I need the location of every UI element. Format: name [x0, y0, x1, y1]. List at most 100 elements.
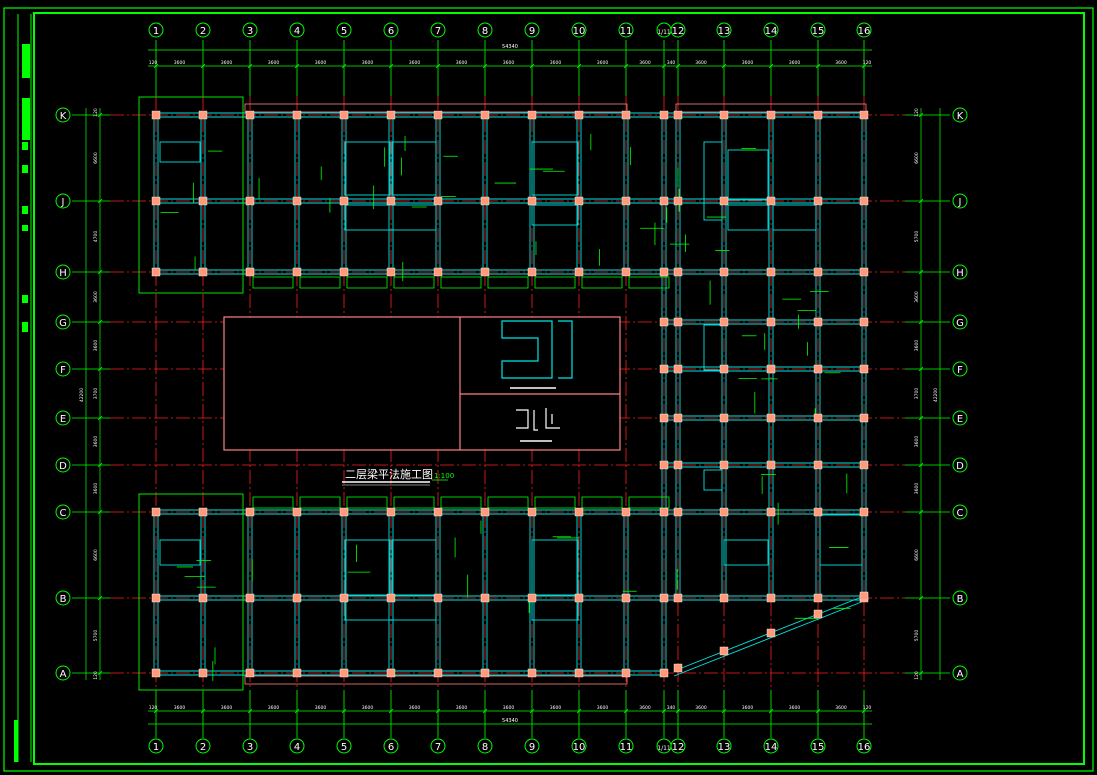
- column: [245, 507, 255, 517]
- column: [339, 110, 349, 120]
- column: [813, 413, 823, 423]
- axis-bubble-top-circle: [716, 22, 732, 38]
- dim-bottom-tick: [482, 708, 488, 714]
- axis-bubble-right: D: [956, 461, 964, 472]
- axis-bubble-right-circle: [952, 457, 968, 473]
- axis-bubble-bottom: 11: [620, 742, 633, 753]
- sub-beam: [391, 539, 437, 596]
- dim-top-value: 3600: [503, 60, 515, 66]
- dim-left-value: 6600: [93, 152, 99, 164]
- dim-left-value: 3600: [93, 483, 99, 495]
- column: [766, 460, 776, 470]
- axis-bubble-bottom-circle: [670, 738, 686, 754]
- dim-top-tick: [294, 63, 300, 69]
- dim-left-tick: [97, 269, 103, 275]
- column: [339, 196, 349, 206]
- dim-top-tick: [482, 63, 488, 69]
- dim-right-value: 5700: [914, 630, 920, 642]
- axis-bubble-left-circle: [55, 361, 71, 377]
- column: [433, 593, 443, 603]
- beam-label-box: [393, 496, 435, 509]
- column: [813, 267, 823, 277]
- column: [245, 668, 255, 678]
- dim-right-value: 120: [914, 671, 920, 680]
- axis-bubble-left-circle: [55, 107, 71, 123]
- column: [766, 196, 776, 206]
- axis-bubble-bottom: 7: [435, 742, 441, 753]
- column: [766, 628, 776, 638]
- dim-right-tick: [918, 269, 924, 275]
- column: [339, 267, 349, 277]
- dim-top-tick: [153, 63, 159, 69]
- axis-bubble-top: 1: [153, 26, 159, 37]
- column: [621, 593, 631, 603]
- dim-right-total-value: 42200: [933, 388, 939, 402]
- column: [245, 110, 255, 120]
- beam-label-box: [581, 496, 623, 509]
- column: [673, 364, 683, 374]
- dim-left-total-value: 42200: [79, 388, 85, 402]
- column: [659, 196, 669, 206]
- axis-bubble-bottom-circle: [571, 738, 587, 754]
- column: [766, 507, 776, 517]
- column: [386, 110, 396, 120]
- column: [621, 110, 631, 120]
- column: [659, 110, 669, 120]
- column: [527, 668, 537, 678]
- axis-bubble-right: H: [956, 268, 964, 279]
- axis-bubble-top: 8: [482, 26, 488, 37]
- column: [813, 364, 823, 374]
- column: [719, 364, 729, 374]
- dim-right-value: 6600: [914, 549, 920, 561]
- dim-right-value: 5700: [914, 231, 920, 243]
- dim-top-value: 3600: [174, 60, 186, 66]
- axis-bubble-right-circle: [952, 590, 968, 606]
- dim-bottom-value: 3600: [315, 705, 327, 711]
- axis-bubble-bottom: 1: [153, 742, 159, 753]
- dim-top-value: 3600: [742, 60, 754, 66]
- dim-bottom-tick: [294, 708, 300, 714]
- axis-bubble-bottom-circle: [810, 738, 826, 754]
- axis-bubble-top: 1/11: [657, 29, 671, 36]
- axis-bubble-right-circle: [952, 361, 968, 377]
- axis-bubble-top: 10: [573, 26, 586, 37]
- axis-bubble-top: 9: [529, 26, 535, 37]
- dim-top-tick: [661, 63, 667, 69]
- dim-right-tick: [918, 670, 924, 676]
- column: [673, 460, 683, 470]
- axis-bubble-left-circle: [55, 410, 71, 426]
- column: [859, 460, 869, 470]
- axis-bubble-top: 7: [435, 26, 441, 37]
- column: [621, 196, 631, 206]
- axis-bubble-top-circle: [430, 22, 446, 38]
- sub-beam: [344, 599, 437, 621]
- beam-label-box: [299, 496, 341, 509]
- dim-right-tick: [918, 198, 924, 204]
- axis-bubble-left-circle: [55, 504, 71, 520]
- column: [386, 668, 396, 678]
- axis-bubble-left-circle: [55, 457, 71, 473]
- axis-bubble-top-circle: [195, 22, 211, 38]
- axis-bubble-right-circle: [952, 193, 968, 209]
- axis-bubble-bottom-circle: [477, 738, 493, 754]
- dim-left-value: 120: [93, 108, 99, 117]
- column: [292, 507, 302, 517]
- column: [673, 413, 683, 423]
- axis-bubble-bottom: 9: [529, 742, 535, 753]
- dim-right-tick: [918, 595, 924, 601]
- beam-label-box: [628, 276, 670, 289]
- dim-bottom-tick: [153, 708, 159, 714]
- dim-bottom-value: 120: [863, 705, 872, 711]
- column: [151, 507, 161, 517]
- axis-bubble-bottom-circle: [383, 738, 399, 754]
- axis-bubble-bottom: 12: [672, 742, 685, 753]
- sub-beam: [531, 141, 579, 196]
- column: [813, 317, 823, 327]
- column: [859, 317, 869, 327]
- axis-bubble-bottom: 16: [858, 742, 871, 753]
- strip-mark: [22, 295, 28, 303]
- beam-annotation-marks: [160, 133, 851, 681]
- column: [151, 110, 161, 120]
- column: [386, 267, 396, 277]
